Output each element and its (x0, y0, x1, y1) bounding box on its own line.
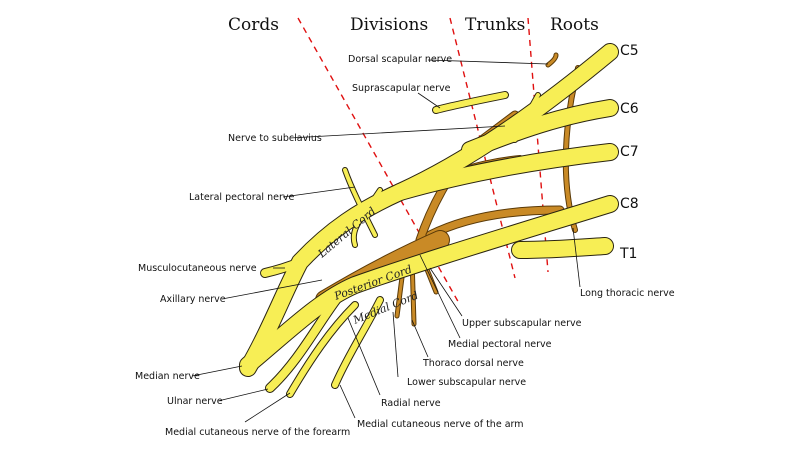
medial-cutaneous-arm-nerve (332, 297, 383, 388)
label-lateral-pectoral: Lateral pectoral nerve (189, 192, 294, 203)
label-medial-pectoral: Medial pectoral nerve (448, 339, 552, 350)
t1-root-nerve (512, 238, 613, 258)
root-t1: T1 (619, 246, 637, 262)
label-axillary: Axillary nerve (160, 294, 226, 305)
label-suprascapular: Suprascapular nerve (352, 83, 451, 94)
medial-cutaneous-forearm-nerve (287, 302, 358, 397)
root-c5: C5 (620, 43, 639, 59)
label-radial: Radial nerve (381, 398, 441, 409)
lateral-pectoral-nerve (343, 168, 377, 237)
header-divisions: Divisions (350, 15, 428, 35)
header-trunks: Trunks (465, 15, 525, 35)
label-upper-subscapular: Upper subscapular nerve (462, 318, 582, 329)
label-medial-cutaneous-arm: Medial cutaneous nerve of the arm (357, 419, 524, 430)
label-nerve-to-subclavius: Nerve to subclavius (228, 133, 322, 144)
label-lower-subscapular: Lower subscapular nerve (407, 377, 526, 388)
label-musculocutaneous: Musculocutaneous nerve (138, 263, 257, 274)
label-long-thoracic: Long thoracic nerve (580, 288, 675, 299)
label-ulnar: Ulnar nerve (167, 396, 223, 407)
leader-lines (191, 59, 581, 423)
nerve-to-subclavius (513, 93, 540, 142)
medial-cord-label: Medial Cord (350, 289, 420, 327)
c7-root-nerve (392, 144, 618, 200)
header-cords: Cords (228, 15, 279, 35)
medial-cord-nerve (240, 196, 618, 373)
c6-root-nerve (462, 100, 618, 158)
ulnar-nerve (266, 291, 344, 392)
header-roots: Roots (550, 15, 599, 35)
pectoral-loop-nerve (351, 188, 382, 247)
root-c8: C8 (620, 196, 639, 212)
root-c6: C6 (620, 101, 639, 117)
label-median: Median nerve (135, 371, 200, 382)
label-medial-cutaneous-forearm: Medial cutaneous nerve of the forearm (165, 427, 350, 438)
label-thoraco-dorsal: Thoraco dorsal nerve (422, 358, 524, 369)
suprascapular-nerve (433, 92, 508, 113)
root-c7: C7 (620, 144, 639, 160)
label-dorsal-scapular: Dorsal scapular nerve (348, 54, 452, 65)
